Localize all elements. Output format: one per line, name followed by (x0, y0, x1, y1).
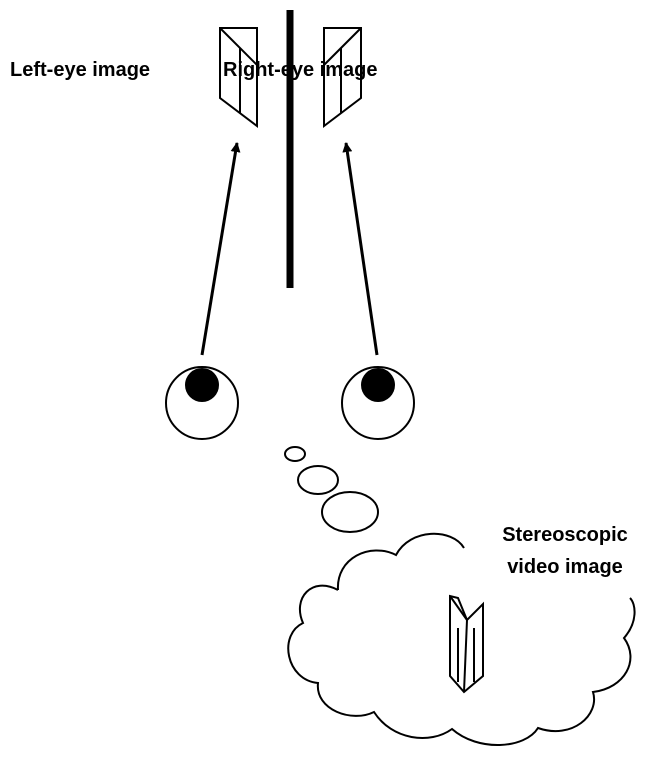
left-eye (165, 366, 239, 440)
right-eye (341, 366, 415, 440)
thought-bubbles (284, 446, 379, 533)
left-eye-image-label: Left-eye image (10, 59, 151, 81)
stereoscopic-video-image-label: Stereoscopic video image (460, 519, 668, 583)
right-sight-arrow (342, 142, 379, 356)
stereo-label-line-2: video image (507, 556, 623, 578)
right-eye-image-shape (323, 27, 362, 129)
stereo-label-line-1: Stereoscopic (502, 524, 628, 546)
left-sight-arrow (200, 142, 241, 356)
right-eye-image-label: Right-eye image (223, 59, 378, 81)
stereoscopic-image-shape (449, 594, 484, 694)
left-eye-image-shape (219, 27, 258, 129)
